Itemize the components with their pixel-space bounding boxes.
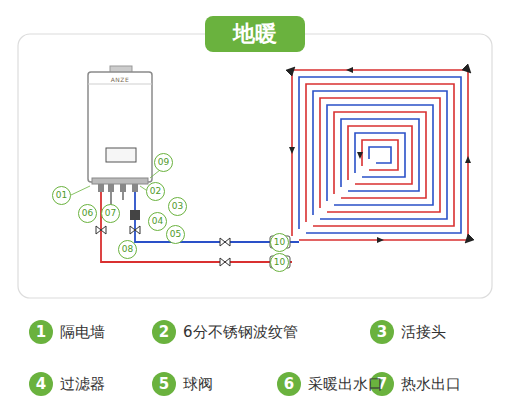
callout-number: 02 xyxy=(146,182,165,201)
legend-text: 过滤器 xyxy=(60,372,105,396)
legend-text: 采暖出水口 xyxy=(308,372,383,396)
callout-number: 09 xyxy=(154,153,173,172)
legend-text: 活接头 xyxy=(401,320,446,344)
legend-number: 5 xyxy=(152,372,176,396)
heating-coil xyxy=(289,67,471,243)
card xyxy=(18,34,492,298)
legend-number: 2 xyxy=(152,320,176,344)
legend-text: 球阀 xyxy=(183,372,213,396)
title-tab: 地暖 xyxy=(205,16,305,52)
pipes xyxy=(101,192,299,262)
legend-number: 4 xyxy=(29,372,53,396)
legend-text: 热水出口 xyxy=(401,372,461,396)
legend-number: 6 xyxy=(277,372,301,396)
legend-number: 1 xyxy=(29,320,53,344)
callout-number: 08 xyxy=(118,240,137,259)
legend-text: 隔电墙 xyxy=(60,320,105,344)
callout-number: 04 xyxy=(148,212,167,231)
callout-number: 10 xyxy=(270,233,289,252)
callout-number: 05 xyxy=(166,225,185,244)
legend-number: 3 xyxy=(370,320,394,344)
fittings xyxy=(96,210,290,268)
brand-text: ANZE xyxy=(111,76,130,83)
callout-number: 07 xyxy=(101,204,120,223)
callout-number: 03 xyxy=(168,197,187,216)
boiler xyxy=(88,66,152,192)
callout-number: 10 xyxy=(270,253,289,272)
callout-number: 06 xyxy=(78,204,97,223)
callout-number: 01 xyxy=(52,186,71,205)
legend-text: 6分不锈钢波纹管 xyxy=(183,320,298,344)
